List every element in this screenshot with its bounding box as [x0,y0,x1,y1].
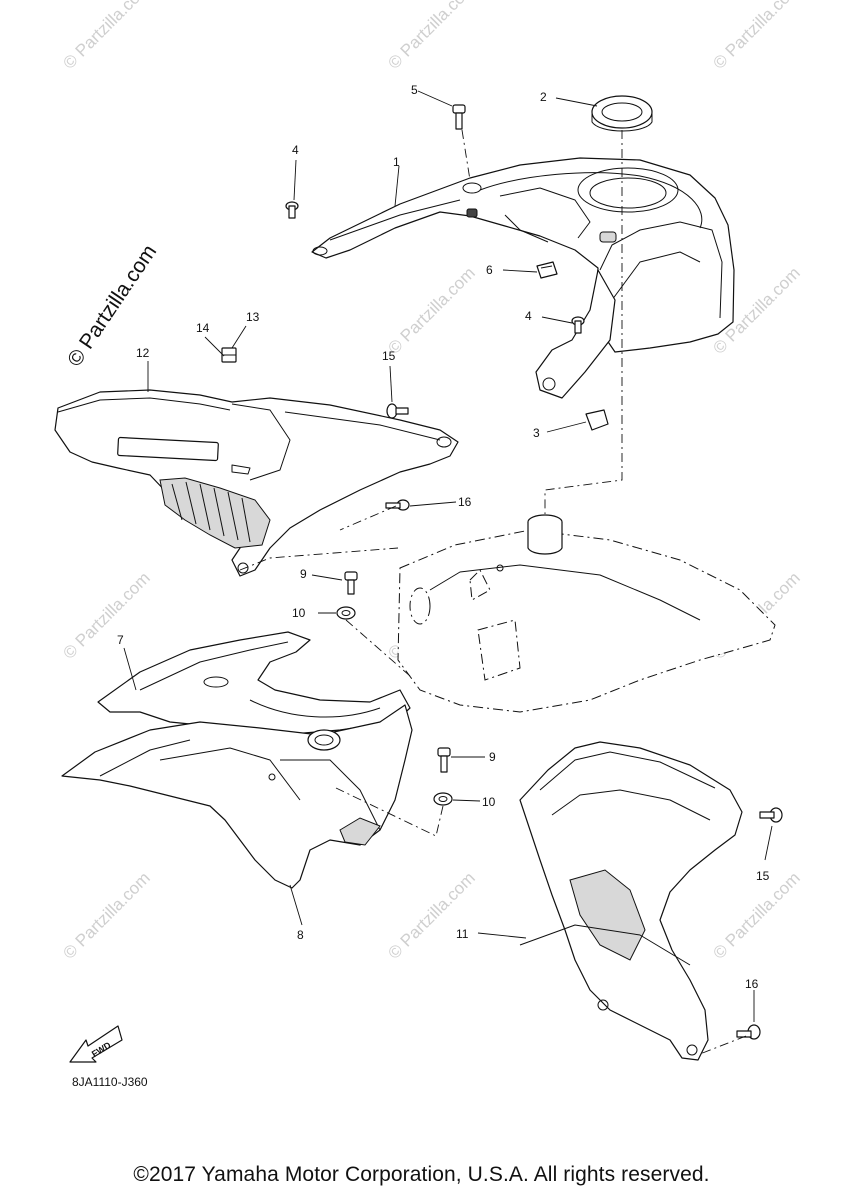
bolt-part-5[interactable] [452,104,466,130]
callout-labels: 1 2 3 4 4 5 6 7 8 9 9 10 10 11 12 13 14 … [117,83,770,991]
bolt-part-4[interactable] [571,316,585,334]
callout-4: 4 [525,309,532,323]
watermark: © Partzilla.com [59,568,153,662]
watermark: © Partzilla.com [709,0,803,73]
diagram-reference-code: 8JA1110-J360 [72,1075,148,1089]
callout-1: 1 [393,155,400,169]
bolt-part-9[interactable] [437,747,451,773]
fuel-tank-phantom [397,514,776,713]
callout-10: 10 [482,795,496,809]
side-cover-part-12[interactable] [54,389,459,577]
callout-15: 15 [382,349,396,363]
callout-9: 9 [489,750,496,764]
leader-lines [123,90,773,1022]
grommet-part-2[interactable] [591,95,653,132]
bolt-part-15[interactable] [386,403,409,419]
bolt-part-4[interactable] [285,201,299,219]
clip-part-6[interactable] [536,261,558,279]
bolt-part-9[interactable] [344,571,358,595]
callout-8: 8 [297,928,304,942]
callout-7: 7 [117,633,124,647]
callout-5: 5 [411,83,418,97]
callout-12: 12 [136,346,150,360]
side-panel-part-8[interactable] [61,704,413,889]
bracket-part-3[interactable] [535,269,616,431]
callout-6: 6 [486,263,493,277]
callout-15: 15 [756,869,770,883]
washer-part-10[interactable] [433,792,453,806]
bolt-part-15[interactable] [759,807,783,823]
watermark: © Partzilla.com [384,263,478,357]
watermark: © Partzilla.com [59,868,153,962]
watermark: © Partzilla.com [59,0,153,73]
bolt-part-16[interactable] [385,499,410,511]
copyright-notice: ©2017 Yamaha Motor Corporation, U.S.A. A… [133,1163,710,1186]
callout-2: 2 [540,90,547,104]
watermark: © Partzilla.com [384,868,478,962]
callout-16: 16 [745,977,759,991]
washer-part-10[interactable] [336,606,356,620]
assembly-lines [239,129,747,1055]
tank-cover-part-1[interactable] [311,157,735,353]
pad-part-13[interactable] [221,347,237,363]
watermark: © Partzilla.com [384,0,478,73]
fwd-arrow-icon: FWD [69,1025,123,1063]
callout-4: 4 [292,143,299,157]
callout-14: 14 [196,321,210,335]
side-panel-part-7[interactable] [97,631,411,736]
callout-16: 16 [458,495,472,509]
callout-13: 13 [246,310,260,324]
callout-11: 11 [456,927,469,941]
bolt-part-16[interactable] [736,1024,761,1040]
callout-10: 10 [292,606,306,620]
callout-9: 9 [300,567,307,581]
vent-slats [171,481,251,543]
callout-3: 3 [533,426,540,440]
side-cover-part-11[interactable] [519,741,743,1061]
